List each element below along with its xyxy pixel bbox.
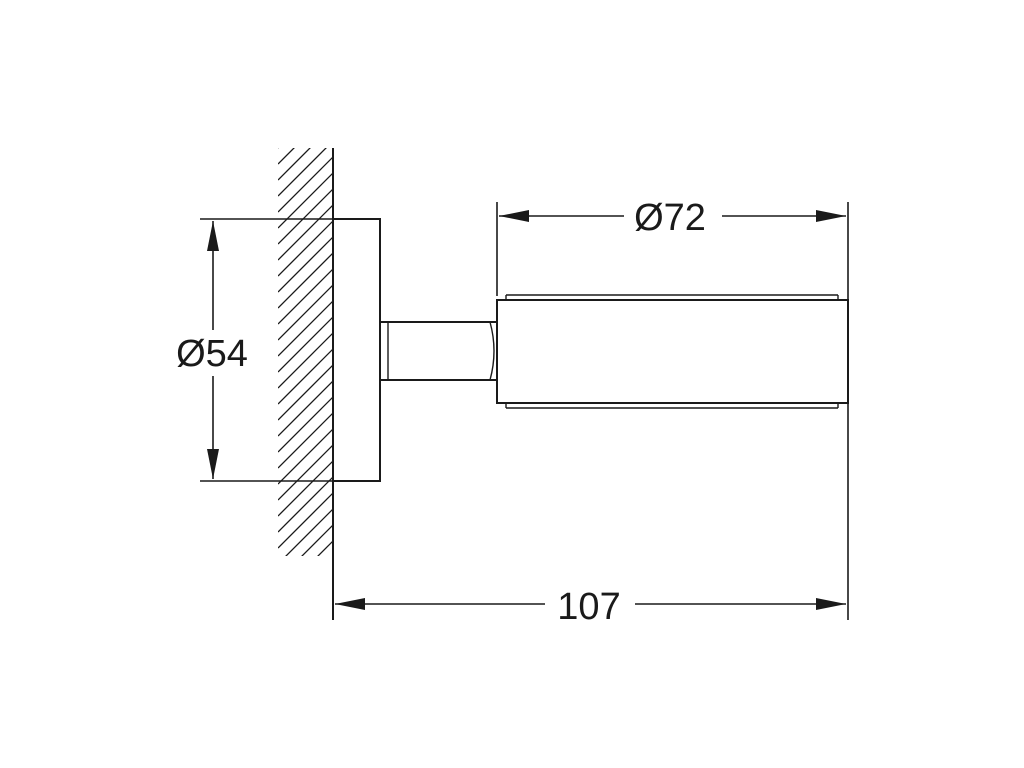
height-dimension-label: Ø54 (176, 333, 248, 375)
hatch-line (278, 148, 295, 165)
total-length-dimension: 107 (335, 582, 846, 628)
arrow-right-icon (816, 210, 846, 222)
arrow-down-icon (207, 449, 219, 479)
arrow-left-icon (499, 210, 529, 222)
arrow-right-icon (816, 598, 846, 610)
total-length-label: 107 (557, 586, 620, 628)
connecting-rod (380, 321, 497, 381)
arrow-left-icon (335, 598, 365, 610)
mounting-plate (332, 218, 381, 482)
holder-body (496, 294, 849, 409)
projection-dimension: Ø72 (496, 194, 849, 620)
arrow-up-icon (207, 221, 219, 251)
height-dimension: Ø54 (168, 218, 333, 482)
hatch-line (278, 148, 311, 181)
projection-dimension-label: Ø72 (634, 197, 706, 239)
hatch-line (278, 148, 327, 197)
hatch-line (278, 148, 279, 149)
